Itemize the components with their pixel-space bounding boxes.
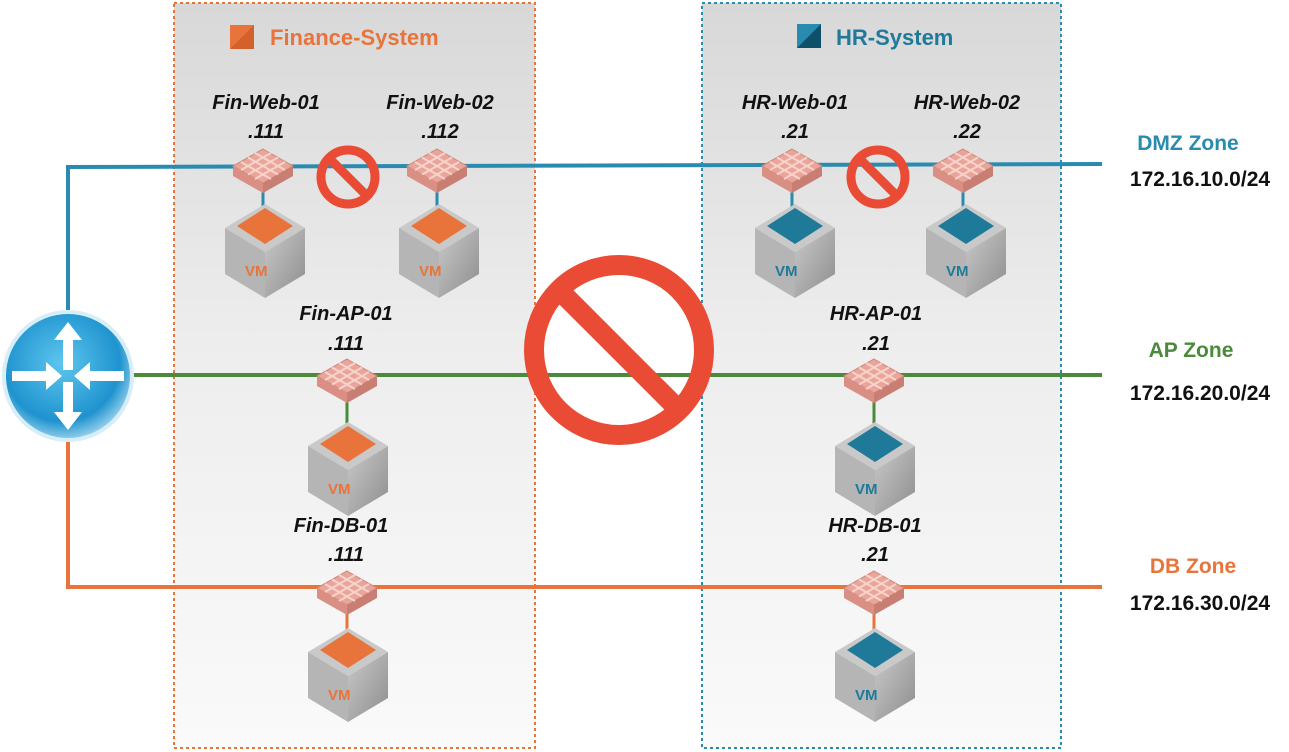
svg-text:172.16.20.0/24: 172.16.20.0/24 (1130, 382, 1270, 405)
db-zone-line (66, 440, 1102, 589)
svg-text:.111: .111 (248, 121, 284, 143)
svg-text:Fin-DB-01: Fin-DB-01 (294, 515, 388, 537)
svg-text:DMZ Zone: DMZ Zone (1137, 132, 1238, 155)
vm-fin-ap-01-label: Fin-AP-01 .111 (299, 303, 392, 355)
svg-text:.111: .111 (328, 544, 364, 566)
svg-text:AP Zone: AP Zone (1149, 339, 1234, 362)
vm-fin-db-01-label: Fin-DB-01 .111 (294, 515, 388, 566)
svg-text:Fin-AP-01: Fin-AP-01 (299, 303, 392, 325)
svg-text:HR-DB-01: HR-DB-01 (828, 515, 921, 537)
dmz-zone-label: DMZ Zone 172.16.10.0/24 (1130, 132, 1270, 191)
svg-text:HR-System: HR-System (836, 25, 953, 50)
svg-text:DB Zone: DB Zone (1150, 555, 1236, 578)
svg-text:.111: .111 (328, 333, 364, 355)
svg-text:.22: .22 (953, 121, 981, 143)
vm-hr-web-02-label: HR-Web-02 .22 (914, 92, 1020, 143)
router-icon (2, 310, 134, 442)
svg-text:Fin-Web-01: Fin-Web-01 (212, 92, 319, 114)
svg-text:.21: .21 (781, 121, 809, 143)
large-prohibited-icon (524, 255, 714, 445)
svg-text:Finance-System: Finance-System (270, 25, 439, 50)
vm-hr-web-01-label: HR-Web-01 .21 (742, 92, 848, 143)
vm-fin-web-01-label: Fin-Web-01 .111 (212, 92, 319, 143)
svg-text:HR-Web-01: HR-Web-01 (742, 92, 848, 114)
svg-text:172.16.10.0/24: 172.16.10.0/24 (1130, 168, 1270, 191)
dmz-zone-line (66, 162, 1103, 310)
ap-zone-label: AP Zone 172.16.20.0/24 (1130, 339, 1270, 405)
svg-text:172.16.30.0/24: 172.16.30.0/24 (1130, 592, 1270, 615)
svg-text:.21: .21 (861, 544, 889, 566)
svg-text:.112: .112 (421, 121, 458, 143)
finance-system-title: Finance-System (230, 25, 439, 50)
vm-fin-web-02-label: Fin-Web-02 .112 (386, 92, 493, 143)
svg-text:HR-Web-02: HR-Web-02 (914, 92, 1020, 114)
hr-system-title: HR-System (797, 24, 953, 50)
db-zone-label: DB Zone 172.16.30.0/24 (1130, 555, 1270, 615)
vm-hr-db-01-label: HR-DB-01 .21 (828, 515, 921, 566)
svg-text:HR-AP-01: HR-AP-01 (830, 303, 922, 325)
svg-text:Fin-Web-02: Fin-Web-02 (386, 92, 493, 114)
svg-text:.21: .21 (862, 333, 890, 355)
vm-hr-ap-01-label: HR-AP-01 .21 (830, 303, 922, 355)
